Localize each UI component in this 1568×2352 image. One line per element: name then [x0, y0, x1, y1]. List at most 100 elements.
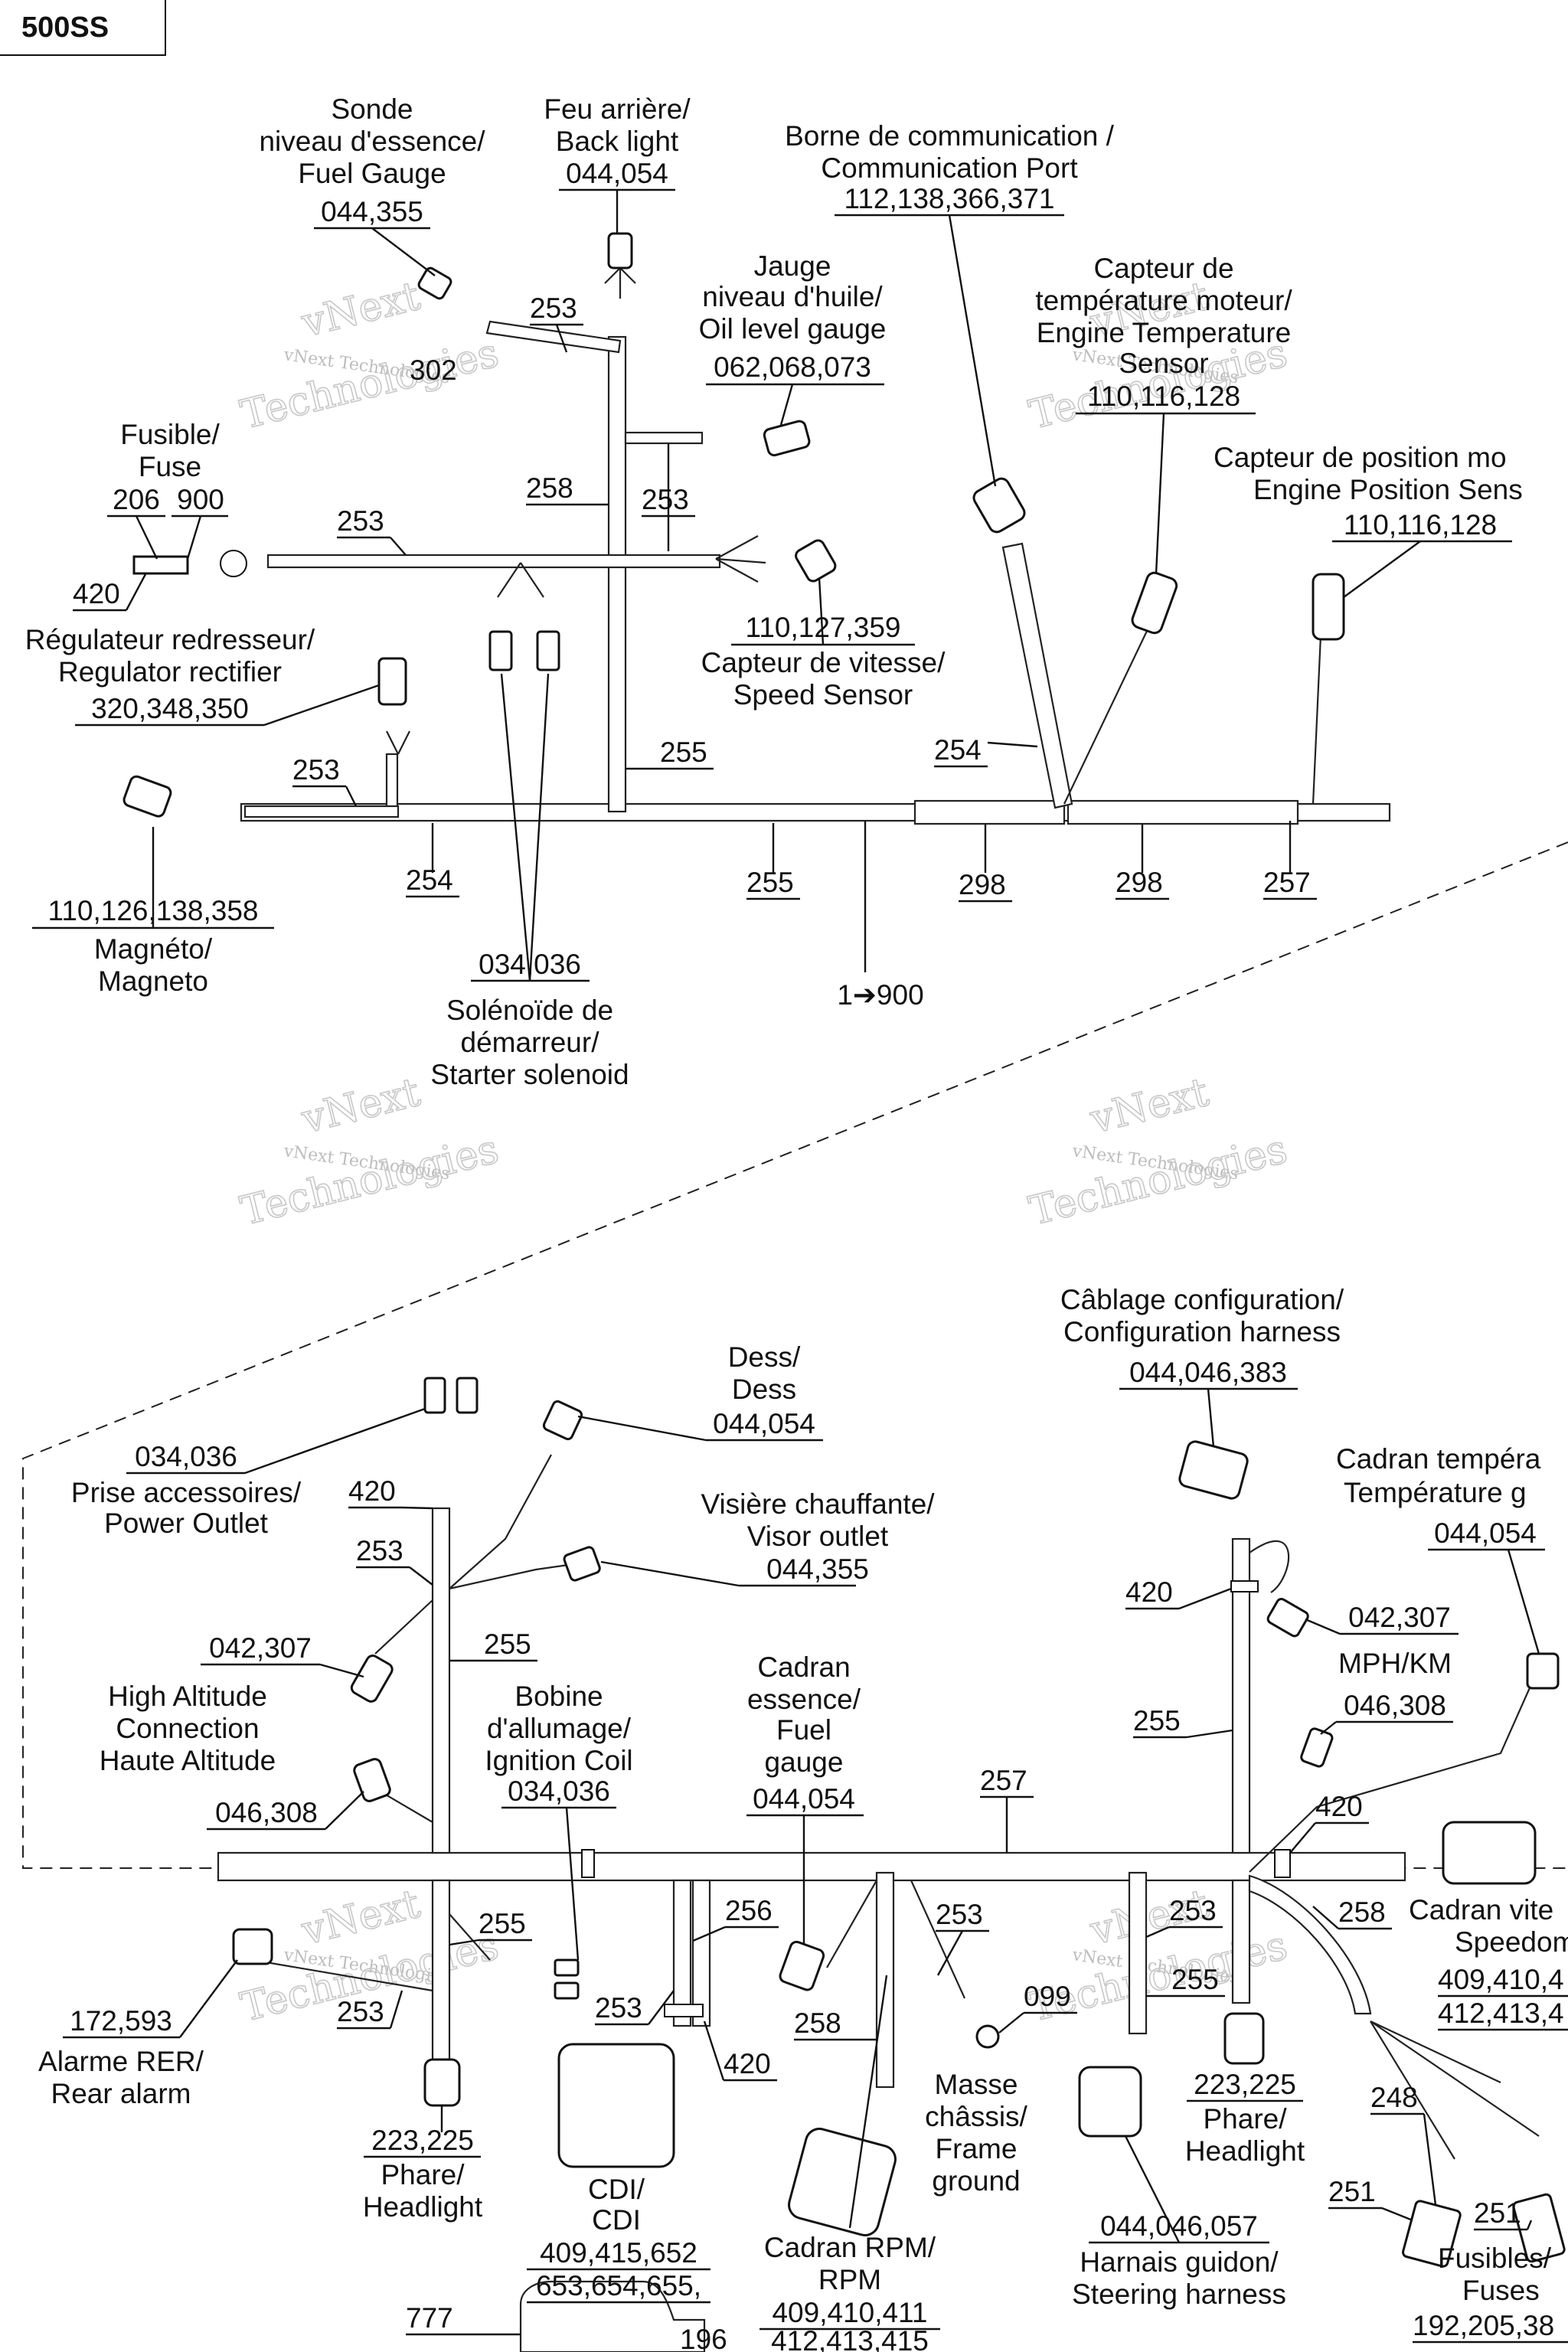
- svg-text:192,205,38: 192,205,38: [1413, 2310, 1554, 2341]
- label-power-outlet: 034,036 Prise accessoires/ Power Outlet: [71, 1407, 426, 1539]
- label-oil-level: Jauge niveau d'huile/ Oil level gauge 06…: [699, 250, 886, 426]
- power-outlet-connector-b: [456, 1377, 479, 1414]
- mph-left-connector: [353, 1758, 391, 1802]
- svg-text:vNext: vNext: [297, 1070, 425, 1143]
- clip-420-speedo: [1274, 1849, 1291, 1878]
- svg-text:Headlight: Headlight: [1185, 2135, 1305, 2167]
- clip-ignition: [581, 1849, 595, 1878]
- wire-backlight: [604, 267, 636, 299]
- svg-text:900: 900: [177, 484, 224, 515]
- svg-text:653,654,655,: 653,654,655,: [536, 2270, 701, 2301]
- svg-text:Regulator rectifier: Regulator rectifier: [58, 656, 282, 688]
- trunk-headlight-right: [1231, 1879, 1251, 2004]
- label-frame-ground: Masse châssis/ Frame ground: [925, 2069, 1027, 2197]
- svg-text:062,068,073: 062,068,073: [714, 351, 871, 383]
- svg-text:Bobine: Bobine: [514, 1681, 603, 1712]
- svg-text:420: 420: [1315, 1791, 1363, 1822]
- svg-text:Rear alarm: Rear alarm: [51, 2078, 191, 2109]
- svg-text:258: 258: [794, 2007, 841, 2039]
- svg-text:Phare/: Phare/: [381, 2159, 465, 2190]
- svg-text:CDI/: CDI/: [588, 2174, 645, 2205]
- svg-text:251: 251: [1328, 2176, 1376, 2207]
- svg-text:High Altitude: High Altitude: [108, 1681, 267, 1712]
- svg-text:223,225: 223,225: [1194, 2069, 1296, 2100]
- svg-text:044,046,383: 044,046,383: [1129, 1357, 1287, 1388]
- power-outlet-connector-a: [423, 1377, 446, 1414]
- label-continue-ref: 1➔900: [837, 821, 924, 1011]
- speed-sensor-connector: [795, 539, 837, 583]
- steering-connector: [1078, 2066, 1142, 2138]
- svg-text:034,036: 034,036: [508, 1775, 610, 1807]
- svg-text:044,054: 044,054: [566, 158, 668, 189]
- label-config-harness: Câblage configuration/ Configuration har…: [1060, 1284, 1344, 1448]
- svg-text:298: 298: [1116, 867, 1163, 898]
- upper-labels: Sonde niveau d'essence/ Fuel Gauge 044,3…: [25, 93, 1523, 1090]
- clip-420-cdi: [664, 2004, 704, 2017]
- svg-text:Fuel Gauge: Fuel Gauge: [298, 158, 446, 189]
- high-alt-connector: [350, 1655, 394, 1703]
- mph-connector: [1266, 1597, 1309, 1638]
- svg-text:298: 298: [959, 869, 1006, 900]
- svg-text:Feu arrière/: Feu arrière/: [544, 93, 691, 125]
- svg-text:Ignition Coil: Ignition Coil: [485, 1745, 632, 1776]
- svg-text:044,355: 044,355: [766, 1553, 869, 1585]
- label-fuse: Fusible/ Fuse 206 900: [107, 419, 228, 560]
- svg-text:MPH/KM: MPH/KM: [1338, 1648, 1452, 1679]
- svg-text:172,593: 172,593: [70, 2005, 172, 2037]
- svg-text:099: 099: [1024, 1981, 1071, 2012]
- label-visor: Visière chauffante/ Visor outlet 044,355: [600, 1488, 935, 1587]
- svg-text:Fuse: Fuse: [139, 451, 201, 482]
- wire-speed-sensor: [715, 535, 766, 583]
- label-comm-port: Borne de communication / Communication P…: [785, 120, 1115, 487]
- svg-text:Fusibles/: Fusibles/: [1438, 2243, 1552, 2274]
- svg-text:Sonde: Sonde: [332, 93, 413, 125]
- label-high-alt: 042,307 High Altitude Connection Haute A…: [100, 1632, 364, 1776]
- svg-text:essence/: essence/: [747, 1684, 861, 1715]
- svg-text:Technologies: Technologies: [237, 330, 503, 438]
- starter-connector-b: [536, 630, 560, 671]
- cdi-module: [557, 2043, 675, 2168]
- visor-connector: [563, 1546, 601, 1582]
- wire-frame-ground: [910, 1880, 966, 1999]
- temp-dial-connector: [1526, 1652, 1560, 1690]
- label-dess: Dess/ Dess 044,054: [577, 1341, 823, 1442]
- svg-text:Speedom: Speedom: [1455, 1926, 1568, 1958]
- svg-text:044,054: 044,054: [1434, 1517, 1537, 1549]
- svg-text:420: 420: [348, 1475, 396, 1507]
- svg-text:vNext: vNext: [1086, 1070, 1214, 1143]
- svg-text:vNext: vNext: [297, 273, 425, 347]
- regulator-connector: [377, 657, 407, 706]
- svg-text:253: 253: [936, 1899, 983, 1930]
- svg-text:256: 256: [725, 1895, 773, 1926]
- main-trunk-lower: [217, 1851, 1406, 1882]
- label-777: 777: [406, 2302, 521, 2336]
- svg-text:255: 255: [484, 1628, 531, 1660]
- svg-text:Engine Temperature: Engine Temperature: [1037, 317, 1292, 348]
- config-harness-connector: [1178, 1440, 1249, 1500]
- branch-comm-port: [1001, 542, 1073, 809]
- svg-text:253: 253: [337, 1996, 384, 2027]
- svg-text:Back light: Back light: [556, 126, 679, 157]
- svg-text:258: 258: [526, 472, 573, 504]
- svg-text:Dess: Dess: [732, 1374, 796, 1405]
- trunk-headlight-left: [431, 1879, 451, 2089]
- svg-text:Capteur de: Capteur de: [1093, 253, 1233, 284]
- label-speedo: Cadran vite Speedom 409,410,4 412,413,4: [1409, 1894, 1568, 2031]
- svg-text:255: 255: [1171, 1964, 1219, 1995]
- upper-connectors: [122, 232, 1345, 818]
- svg-text:Cadran tempéra: Cadran tempéra: [1336, 1443, 1541, 1475]
- label-196: 196: [680, 2324, 727, 2352]
- svg-text:254: 254: [934, 734, 982, 766]
- label-fuel-dial: Cadran essence/ Fuel gauge 044,054: [746, 1651, 864, 1945]
- svg-text:Masse: Masse: [935, 2069, 1018, 2100]
- label-engine-pos: Capteur de position mo Engine Position S…: [1214, 442, 1523, 598]
- svg-text:255: 255: [1133, 1705, 1181, 1736]
- label-temp-dial: Cadran tempéra Température g 044,054: [1336, 1443, 1545, 1655]
- model-badge: 500SS: [0, 0, 166, 56]
- svg-text:112,138,366,371: 112,138,366,371: [844, 183, 1054, 214]
- svg-text:258: 258: [1338, 1896, 1386, 1928]
- svg-text:253: 253: [642, 484, 689, 515]
- svg-text:Haute Altitude: Haute Altitude: [100, 1745, 276, 1776]
- label-speed-sensor: 110,127,359 Capteur de vitesse/ Speed Se…: [701, 577, 946, 710]
- trunk-steering: [1128, 1871, 1148, 2035]
